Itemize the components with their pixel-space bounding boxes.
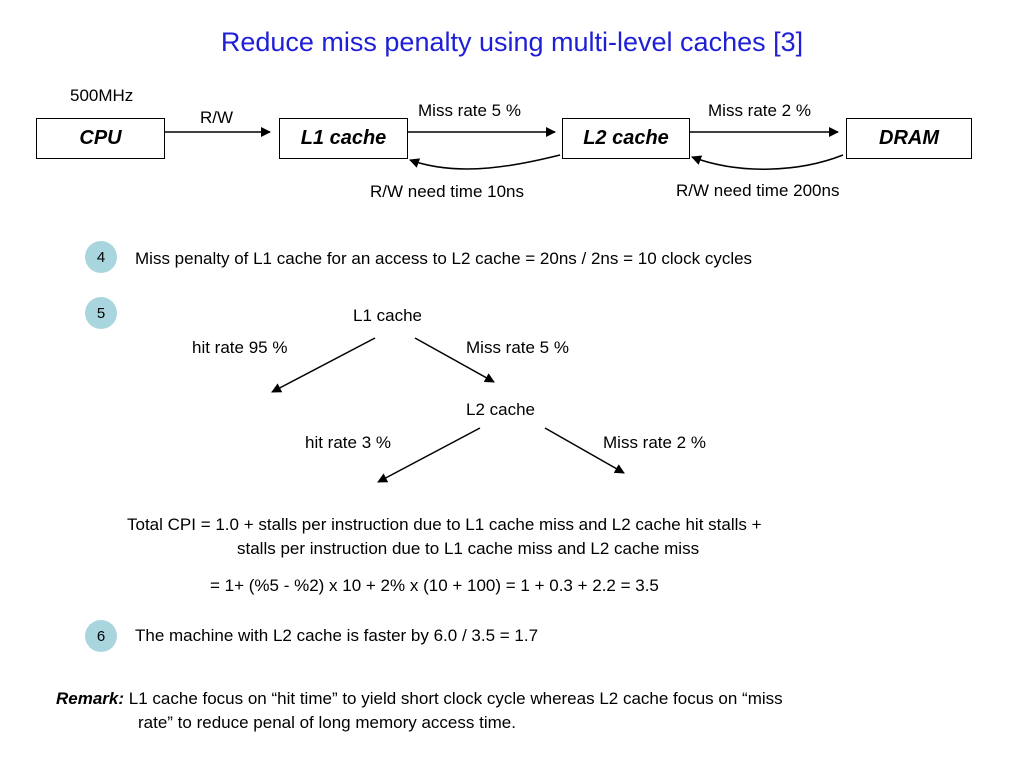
step-5-badge: 5 xyxy=(85,297,117,329)
clock-label: 500MHz xyxy=(70,86,134,105)
l2-return-curve xyxy=(409,154,561,170)
tree-root-node: L1 cache xyxy=(353,306,422,325)
dram-return-curve xyxy=(691,154,844,170)
l2-dram-miss-rate: Miss rate 2 % xyxy=(708,101,811,120)
dram-return-time: R/W need time 200ns xyxy=(676,181,840,200)
remark-line-1: Remark: L1 cache focus on “hit time” to … xyxy=(56,689,783,709)
cpi-formula-result: = 1+ (%5 - %2) x 10 + 2% x (10 + 100) = … xyxy=(210,576,659,595)
l2-miss-branch xyxy=(544,427,625,474)
tree-child-miss-label: Miss rate 2 % xyxy=(603,433,706,452)
page-title: Reduce miss penalty using multi-level ca… xyxy=(220,27,804,57)
cpi-formula-line-2: stalls per instruction due to L1 cache m… xyxy=(237,539,700,558)
rw-label: R/W xyxy=(200,108,234,127)
remark-text-1: L1 cache focus on “hit time” to yield sh… xyxy=(128,689,783,708)
step-4-text: Miss penalty of L1 cache for an access t… xyxy=(135,249,753,268)
cpu-box-label: CPU xyxy=(79,127,122,149)
l2-cache-box: L2 cache xyxy=(562,118,690,159)
step-6-number: 6 xyxy=(96,627,106,645)
step-6-badge: 6 xyxy=(85,620,117,652)
tree-child-node: L2 cache xyxy=(466,400,535,419)
l2-return-time: R/W need time 10ns xyxy=(370,182,525,201)
cpu-box: CPU xyxy=(36,118,165,159)
step-6-text: The machine with L2 cache is faster by 6… xyxy=(135,626,539,645)
dram-box-label: DRAM xyxy=(879,127,939,149)
l2-cache-box-label: L2 cache xyxy=(583,127,669,149)
step-5-number: 5 xyxy=(96,304,106,322)
remark-line-2: rate” to reduce penal of long memory acc… xyxy=(138,713,516,732)
step-4-number: 4 xyxy=(96,248,106,266)
tree-child-hit-label: hit rate 3 % xyxy=(305,433,391,452)
dram-box: DRAM xyxy=(846,118,972,159)
l1-hit-branch xyxy=(271,337,376,393)
l1-cache-box-label: L1 cache xyxy=(300,127,387,149)
cpi-formula-line-1: Total CPI = 1.0 + stalls per instruction… xyxy=(127,515,762,534)
l1-miss-branch xyxy=(414,337,495,383)
l1-l2-miss-rate: Miss rate 5 % xyxy=(418,101,521,120)
tree-root-hit-label: hit rate 95 % xyxy=(192,338,288,357)
step-4-badge: 4 xyxy=(85,241,117,273)
l2-hit-branch xyxy=(377,427,481,483)
remark-label: Remark: xyxy=(56,689,125,708)
l1-cache-box: L1 cache xyxy=(279,118,408,159)
tree-root-miss-label: Miss rate 5 % xyxy=(466,338,569,357)
